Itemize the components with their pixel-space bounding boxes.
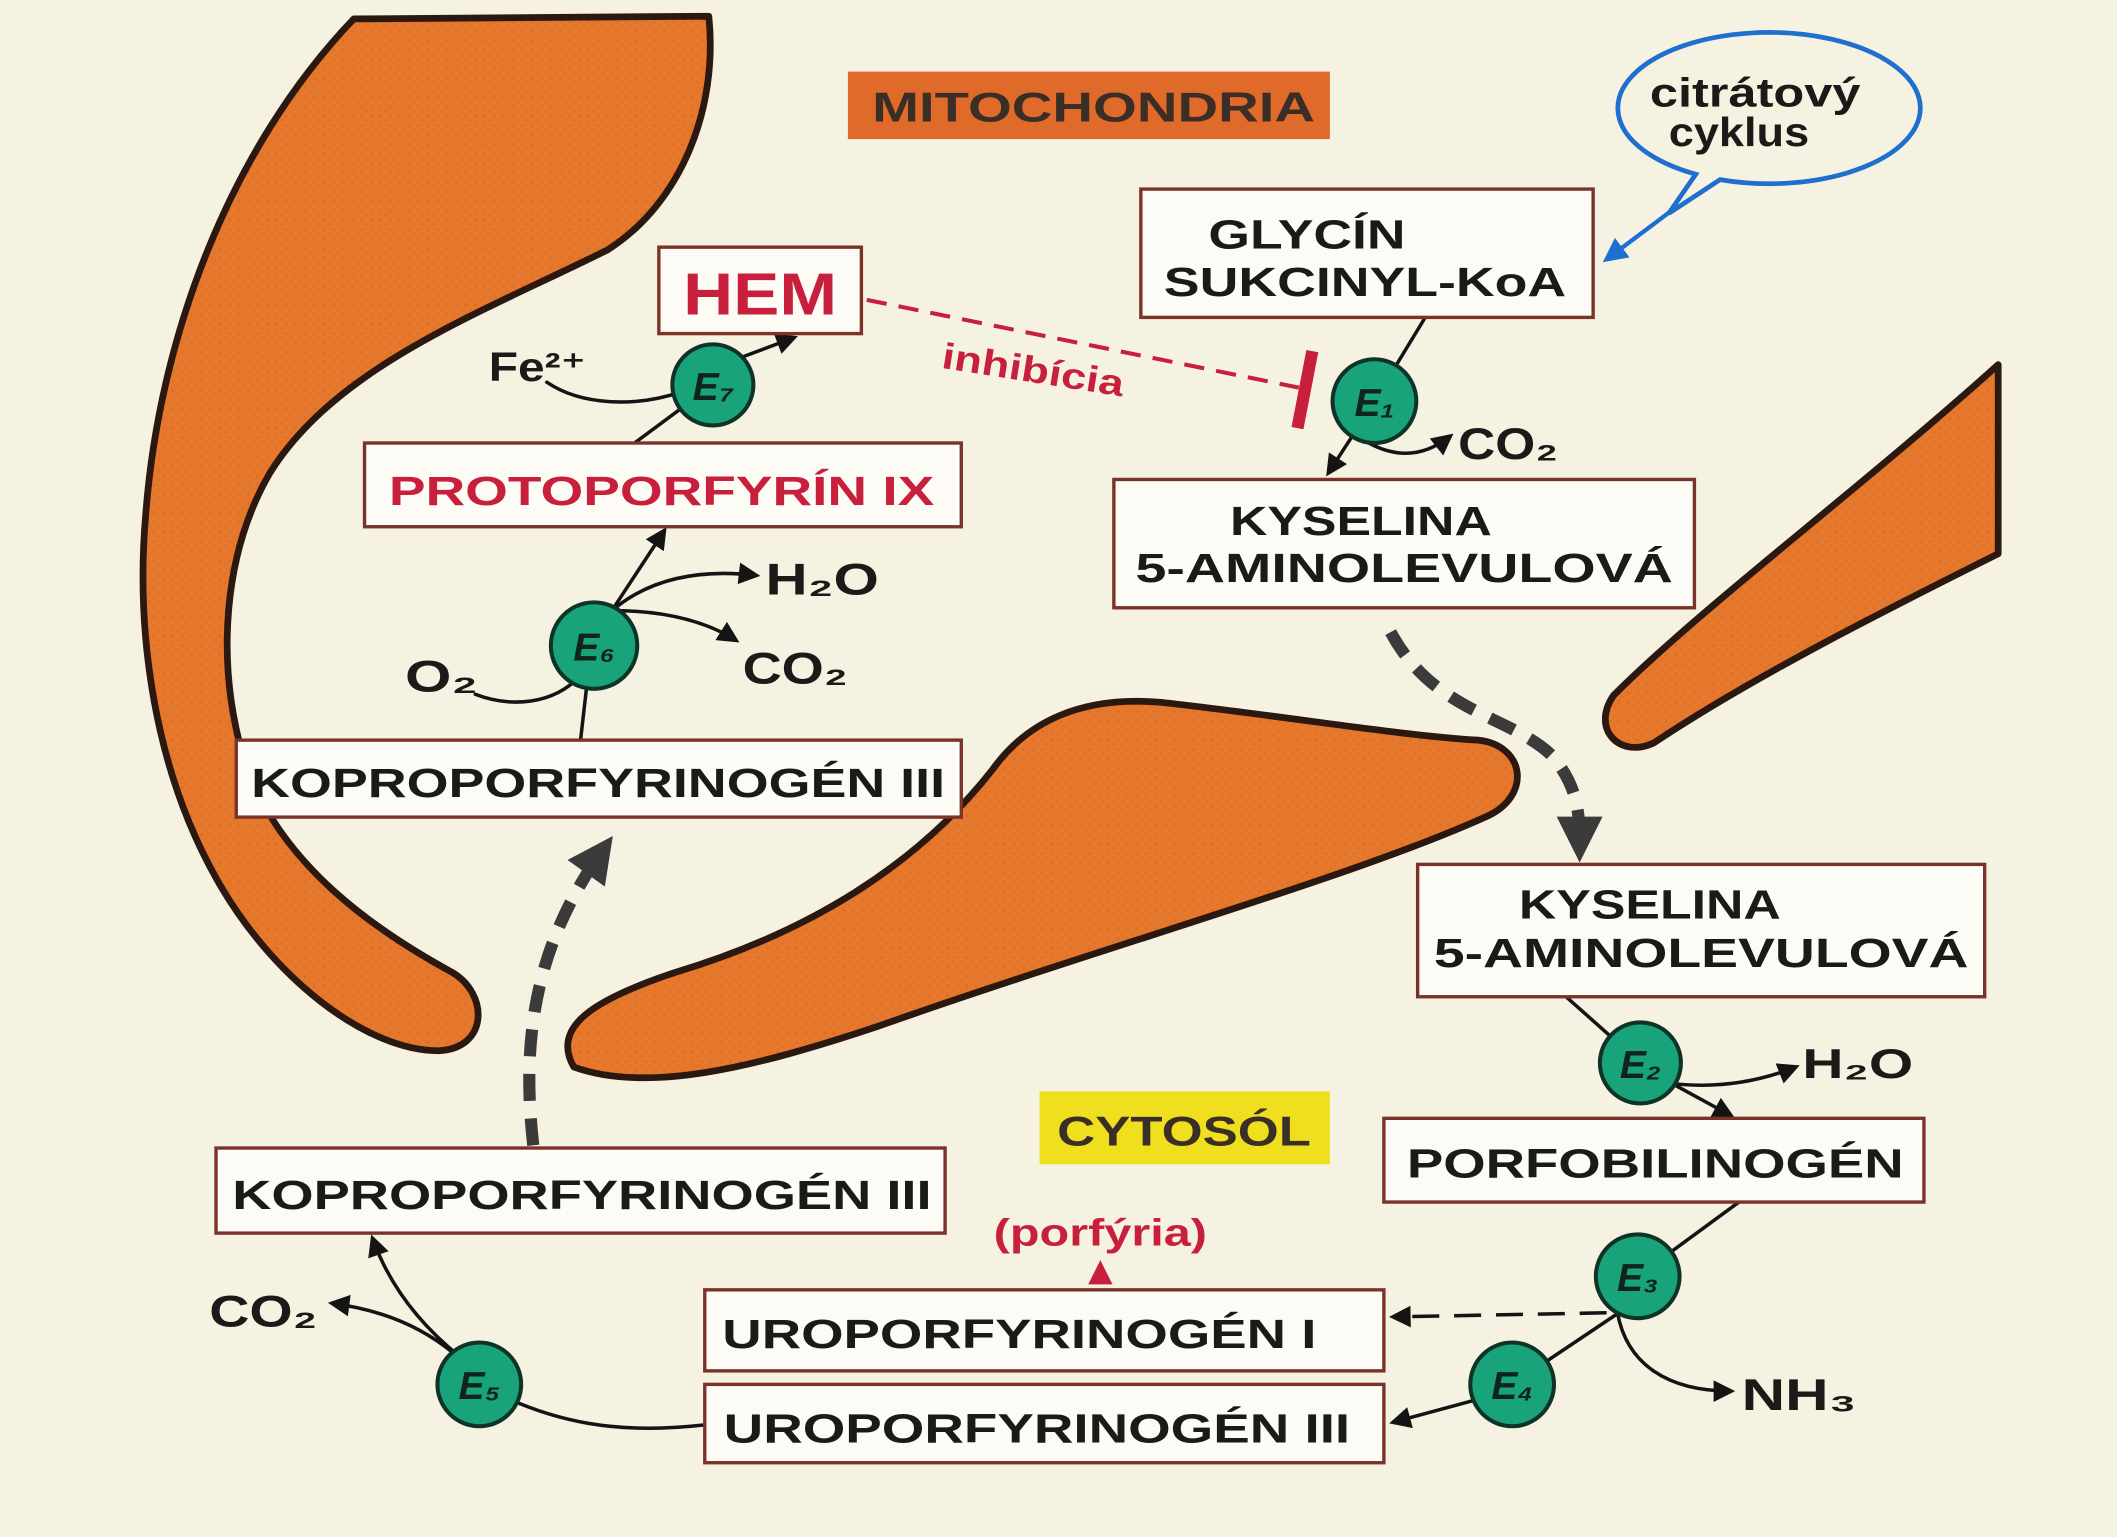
ala-transport-dashed-arrow (1385, 629, 1603, 863)
protoporphyrin-box: PROTOPORFYRÍN IX (362, 441, 963, 529)
e5-to-coproporphyrinogen-arrow (368, 1234, 461, 1358)
coproporphyrinogen-cyto-box: KOPROPORFYRINOGÉN III (214, 1146, 947, 1235)
porphyria-triangle (1088, 1260, 1113, 1285)
o2-e6-label: O₂ (405, 653, 478, 702)
h2o-e2-label: H₂O (1802, 1040, 1913, 1087)
mitochondrion-blob-middle (564, 698, 1521, 1082)
enzyme-e1: E₁ (1330, 357, 1419, 446)
glycine-label: GLYCÍN (1208, 212, 1405, 258)
e2-to-porphobilinogen-arrow (1669, 1081, 1735, 1118)
uroporphyrinogen-1-box: UROPORFYRINOGÉN I (703, 1288, 1386, 1373)
mitochondria-label: MITOCHONDRIA (847, 71, 1330, 140)
coproporphyrinogen-transport-dashed-arrow (523, 835, 613, 1147)
enzyme-e1-label: E₁ (1354, 382, 1394, 425)
ala-mito-line1: KYSELINA (1230, 498, 1492, 544)
mitochondria-label-box (847, 71, 1330, 140)
cytosol-label-box (1039, 1091, 1330, 1165)
e3-to-uroporphyrinogen-1-dashed-arrow (1389, 1305, 1607, 1328)
porphobilinogen-label: PORFOBILINOGÉN (1407, 1141, 1904, 1187)
e1-co2-arrow (1364, 433, 1454, 456)
e2-h2o-arrow (1667, 1063, 1800, 1087)
enzyme-e3: E₃ (1593, 1232, 1682, 1321)
e4-to-uroporphyrinogen-3-arrow (1389, 1397, 1481, 1429)
coproporphyrinogen-mito-label: KOPROPORFYRINOGÉN III (251, 760, 945, 806)
co2-e5-label: CO₂ (209, 1287, 317, 1336)
ala-cytosolic-box: KYSELINA 5-AMINOLEVULOVÁ (1415, 862, 1987, 999)
enzyme-e7: E₇ (670, 342, 756, 428)
heme-box: HEM (657, 245, 864, 336)
porphyria-label: (porfýria) (994, 1212, 1207, 1254)
e5-co2-arrow (327, 1294, 456, 1356)
mitochondrion-crescent-left (139, 12, 714, 1055)
inhibition-dashed-line (866, 297, 1300, 390)
h2o-e6-label: H₂O (766, 555, 879, 604)
ala-cyto-line2: 5-AMINOLEVULOVÁ (1434, 930, 1969, 976)
bubble-line2: cyklus (1669, 109, 1809, 155)
succinyl-coa-label: SUKCINYL-KoA (1164, 259, 1566, 305)
ala-mito-line2: 5-AMINOLEVULOVÁ (1135, 545, 1672, 591)
bubble-arrow (1602, 208, 1673, 263)
uroporphyrinogen-3-box: UROPORFYRINOGÉN III (703, 1382, 1386, 1465)
protoporphyrin-label: PROTOPORFYRÍN IX (389, 468, 934, 514)
coproporphyrinogen-mito-box: KOPROPORFYRINOGÉN III (234, 738, 963, 819)
bubble-line1: citrátový (1650, 70, 1861, 116)
e6-co2-arrow (608, 608, 740, 643)
nh3-e3-label: NH₃ (1742, 1371, 1857, 1420)
uroporphyrinogen-1-label: UROPORFYRINOGÉN I (722, 1311, 1316, 1357)
mitochondria-label-text: MITOCHONDRIA (872, 84, 1315, 131)
enzyme-e6: E₆ (548, 600, 640, 691)
porphobilinogen-box: PORFOBILINOGÉN (1382, 1116, 1926, 1204)
ala-mitochondrial-box: KYSELINA 5-AMINOLEVULOVÁ (1112, 477, 1697, 610)
enzyme-e3-label: E₃ (1617, 1257, 1658, 1300)
enzyme-e2-label: E₂ (1620, 1044, 1661, 1087)
fe-label: Fe²⁺ (489, 344, 586, 390)
coproporphyrinogen-cyto-label: KOPROPORFYRINOGÉN III (232, 1172, 931, 1218)
glycine-succinyl-coa-box: GLYCÍN SUKCINYL-KoA (1139, 187, 1595, 320)
co2-e6-label: CO₂ (743, 644, 848, 693)
enzyme-e4: E₄ (1468, 1340, 1557, 1429)
e3-nh3-arrow (1615, 1311, 1736, 1402)
enzyme-e7-label: E₇ (693, 366, 734, 409)
enzyme-e6-label: E₆ (573, 626, 615, 669)
citric-cycle-bubble: citrátový cyklus (1602, 30, 1923, 263)
enzyme-e4-label: E₄ (1491, 1365, 1533, 1408)
cytosol-label: CYTOSÓL (1039, 1091, 1330, 1165)
heme-label: HEM (683, 261, 837, 328)
bubble-outline (1615, 30, 1923, 216)
e6-h2o-arrow (605, 562, 761, 617)
co2-e1-label: CO₂ (1458, 420, 1558, 469)
cytosol-label-text: CYTOSÓL (1057, 1106, 1311, 1154)
inhibition-t-bar (1291, 350, 1319, 430)
fe-to-e7-line (545, 380, 684, 404)
ala-cyto-line1: KYSELINA (1519, 881, 1781, 927)
uroporphyrinogen-3-label: UROPORFYRINOGÉN III (724, 1405, 1350, 1451)
enzyme-e2: E₂ (1597, 1020, 1683, 1106)
mitochondrion-strip-right (1602, 361, 2002, 751)
enzyme-e5: E₅ (435, 1340, 524, 1429)
enzyme-e5-label: E₅ (459, 1365, 501, 1408)
